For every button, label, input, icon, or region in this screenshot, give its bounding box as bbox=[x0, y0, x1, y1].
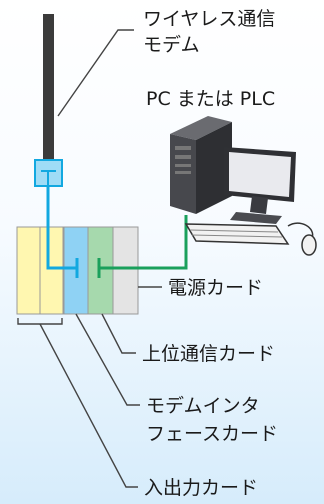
leader-io-card bbox=[39, 323, 138, 488]
pc-monitor bbox=[224, 147, 296, 224]
leader-wireless-modem bbox=[57, 29, 134, 117]
label-host-comm-card: 上位通信カード bbox=[142, 343, 276, 365]
pc-mouse bbox=[301, 234, 317, 256]
leader-host-comm-card bbox=[101, 313, 136, 354]
label-modem-interface-line2: フェースカード bbox=[146, 423, 279, 445]
label-wireless-modem-line1: ワイヤレス通信 bbox=[143, 8, 276, 30]
io-card-2 bbox=[39, 226, 64, 315]
io-card-1 bbox=[16, 226, 41, 315]
label-wireless-modem-line2: モデム bbox=[143, 34, 200, 56]
antenna-pole bbox=[43, 14, 54, 162]
modem-cable bbox=[46, 186, 77, 270]
pc-cable bbox=[99, 215, 188, 270]
label-pc-plc: PC または PLC bbox=[146, 88, 276, 110]
label-power-card: 電源カード bbox=[168, 277, 264, 299]
pc-tower bbox=[170, 116, 232, 214]
label-modem-interface-line1: モデムインタ bbox=[146, 395, 260, 417]
modem-interface-card bbox=[63, 226, 89, 315]
leader-lines bbox=[17, 29, 162, 488]
card-rack bbox=[16, 226, 139, 315]
leader-modem-interface bbox=[75, 313, 140, 406]
io-card-bracket bbox=[17, 318, 63, 325]
power-card bbox=[112, 226, 139, 315]
pc-keyboard bbox=[184, 223, 290, 245]
label-io-card: 入出力カード bbox=[144, 477, 259, 499]
